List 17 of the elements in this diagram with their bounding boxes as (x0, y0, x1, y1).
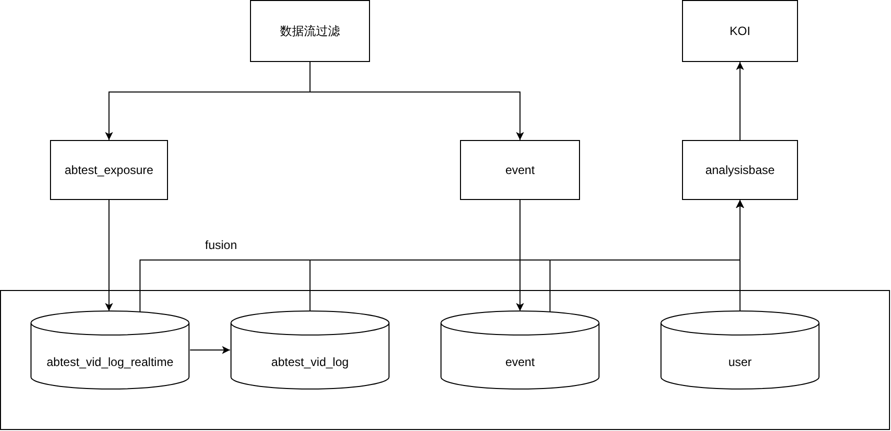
arrow (736, 200, 744, 312)
database-cylinder: event (440, 310, 600, 390)
process-box: KOI (682, 0, 798, 62)
arrow (736, 62, 744, 140)
arrow (190, 346, 230, 354)
process-box: event (460, 140, 580, 200)
arrow (105, 200, 113, 312)
arrow (310, 62, 524, 140)
database-cylinder: user (660, 310, 820, 390)
process-box: 数据流过滤 (250, 0, 370, 62)
container-box (0, 290, 890, 430)
arrow (516, 200, 524, 312)
database-cylinder: abtest_vid_log (230, 310, 390, 390)
database-cylinder: abtest_vid_log_realtime (30, 310, 190, 390)
process-box: analysisbase (682, 140, 798, 200)
process-box: abtest_exposure (50, 140, 168, 200)
edge-label: fusion (203, 238, 240, 252)
